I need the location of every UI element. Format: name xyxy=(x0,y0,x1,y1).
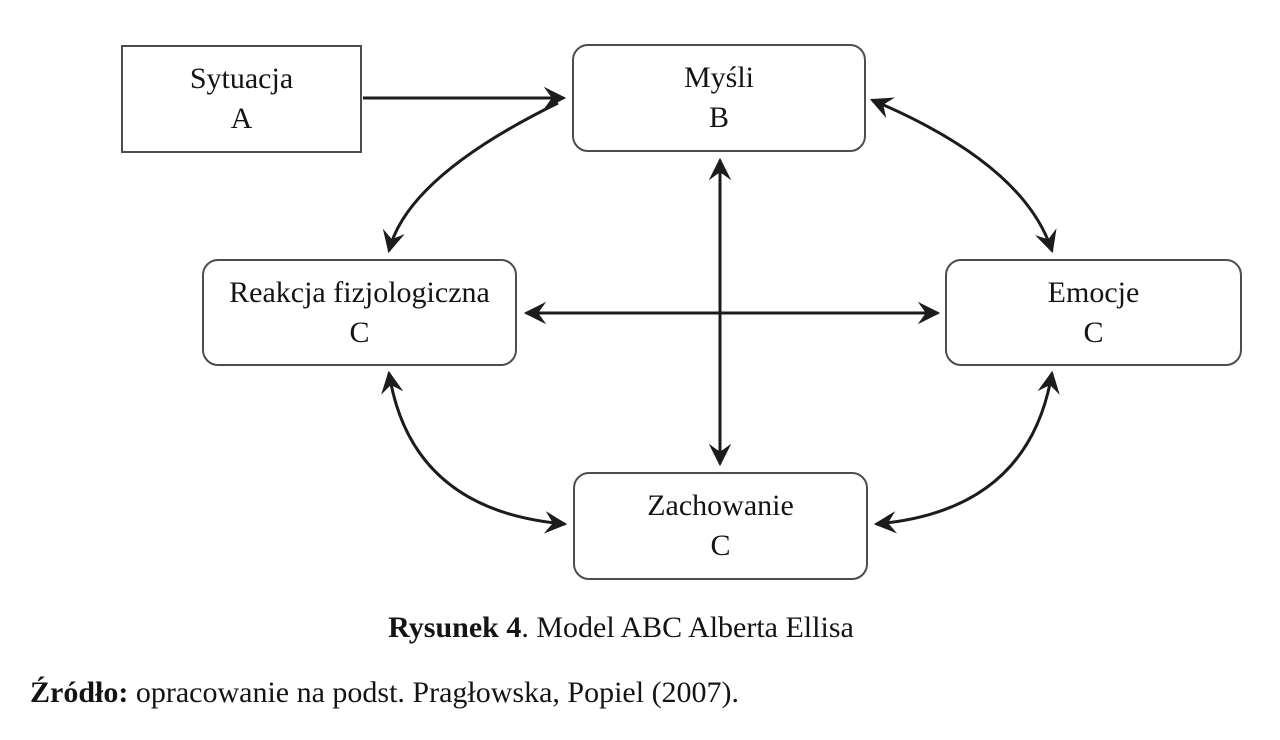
arrow-mysli-reakcja xyxy=(382,101,559,254)
node-letter: B xyxy=(708,101,729,134)
arrow-emocje-zachowanie xyxy=(873,370,1060,534)
node-letter: C xyxy=(349,315,370,349)
figure-source-text: opracowanie na podst. Pragłowska, Popiel… xyxy=(128,676,740,709)
node-sytuacja: Sytuacja A xyxy=(121,45,362,153)
node-mysli: Myśli B xyxy=(572,44,866,152)
node-emocje: Emocje C xyxy=(945,259,1242,366)
figure-caption: Rysunek 4. Model ABC Alberta Ellisa xyxy=(0,611,1242,645)
node-letter: C xyxy=(710,529,731,562)
node-reakcja-fizjologiczna: Reakcja fizjologiczna C xyxy=(202,259,517,366)
node-label: Sytuacja xyxy=(189,62,294,95)
node-zachowanie: Zachowanie C xyxy=(573,472,868,580)
arrow-reakcja-zachowanie xyxy=(381,370,568,534)
node-label: Myśli xyxy=(683,61,755,94)
figure-source: Źródło: opracowanie na podst. Pragłowska… xyxy=(30,676,739,710)
node-letter: A xyxy=(230,102,253,135)
figure-caption-label: Rysunek 4 xyxy=(388,611,522,644)
node-label: Emocje xyxy=(1047,275,1140,309)
figure-source-label: Źródło: xyxy=(30,676,129,709)
figure-caption-text: . Model ABC Alberta Ellisa xyxy=(521,611,854,644)
node-letter: C xyxy=(1083,315,1104,349)
node-label: Zachowanie xyxy=(647,489,794,522)
arrow-mysli-emocje xyxy=(869,97,1057,254)
node-label: Reakcja fizjologiczna xyxy=(229,275,490,309)
